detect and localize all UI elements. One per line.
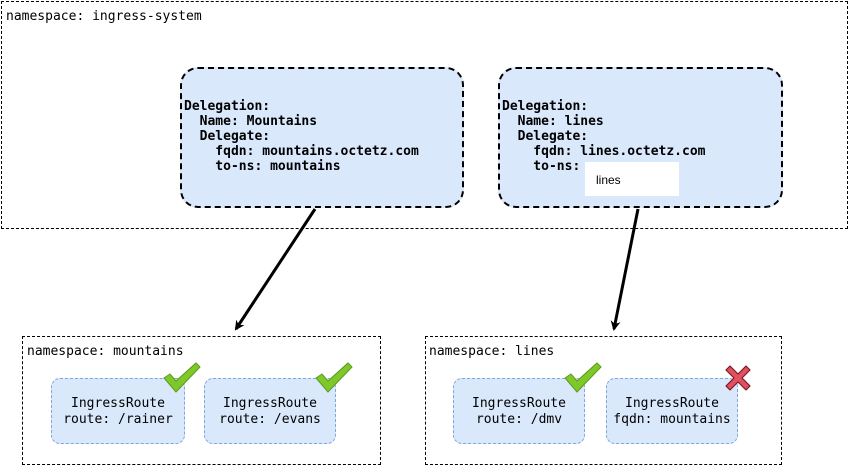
- ingressroute-fqdn-mountains[interactable]: IngressRoute fqdn: mountains: [606, 378, 738, 444]
- check-icon: [564, 362, 602, 393]
- check-icon: [163, 362, 201, 393]
- ingressroute-fqdn-mountains-kind: IngressRoute: [625, 396, 719, 411]
- ingressroute-fqdn-mountains-fqdn: fqdn: mountains: [613, 412, 731, 427]
- arrow-lines-delegation: [610, 208, 640, 331]
- namespace-mountains-label: namespace: mountains: [27, 344, 184, 359]
- ingressroute-rainer-route: route: /rainer: [63, 412, 173, 427]
- arrow-mountains-delegation: [234, 208, 317, 331]
- ingressroute-dmv-route: route: /dmv: [475, 412, 563, 427]
- cross-icon: [725, 365, 751, 391]
- delegation-lines-line-5: to-ns:: [502, 159, 581, 174]
- ingressroute-dmv-kind: IngressRoute: [472, 396, 566, 411]
- delegation-box-mountains[interactable]: [180, 67, 464, 208]
- ingressroute-rainer[interactable]: IngressRoute route: /rainer: [51, 378, 185, 444]
- delegation-mountains-text: Delegation: Name: Mountains Delegate: fq…: [184, 99, 419, 174]
- delegation-mountains-line-3: Delegate:: [184, 129, 271, 144]
- delegation-mountains-line-1: Delegation:: [184, 99, 271, 114]
- check-icon: [315, 362, 353, 393]
- namespace-mountains: [22, 336, 381, 465]
- ingressroute-evans-kind: IngressRoute: [223, 396, 317, 411]
- to-ns-tooltip: lines: [585, 162, 679, 196]
- ingressroute-dmv[interactable]: IngressRoute route: /dmv: [453, 378, 585, 444]
- ingressroute-evans[interactable]: IngressRoute route: /evans: [204, 378, 336, 444]
- namespace-ingress-system-label: namespace: ingress-system: [6, 9, 202, 24]
- namespace-ingress-system: [1, 1, 848, 229]
- namespace-lines-label: namespace: lines: [429, 344, 555, 359]
- delegation-lines-line-4: fqdn: lines.octetz.com: [502, 144, 706, 159]
- delegation-mountains-line-5: to-ns: mountains: [184, 159, 341, 174]
- delegation-mountains-line-2: Name: Mountains: [184, 114, 318, 129]
- ingressroute-rainer-kind: IngressRoute: [71, 396, 165, 411]
- delegation-lines-line-2: Name: lines: [502, 114, 604, 129]
- ingressroute-evans-route: route: /evans: [219, 412, 321, 427]
- delegation-mountains-line-4: fqdn: mountains.octetz.com: [184, 144, 419, 159]
- delegation-lines-line-1: Delegation:: [502, 99, 589, 114]
- namespace-lines: [425, 336, 782, 465]
- delegation-lines-text: Delegation: Name: lines Delegate: fqdn: …: [502, 99, 706, 174]
- delegation-lines-line-3: Delegate:: [502, 129, 589, 144]
